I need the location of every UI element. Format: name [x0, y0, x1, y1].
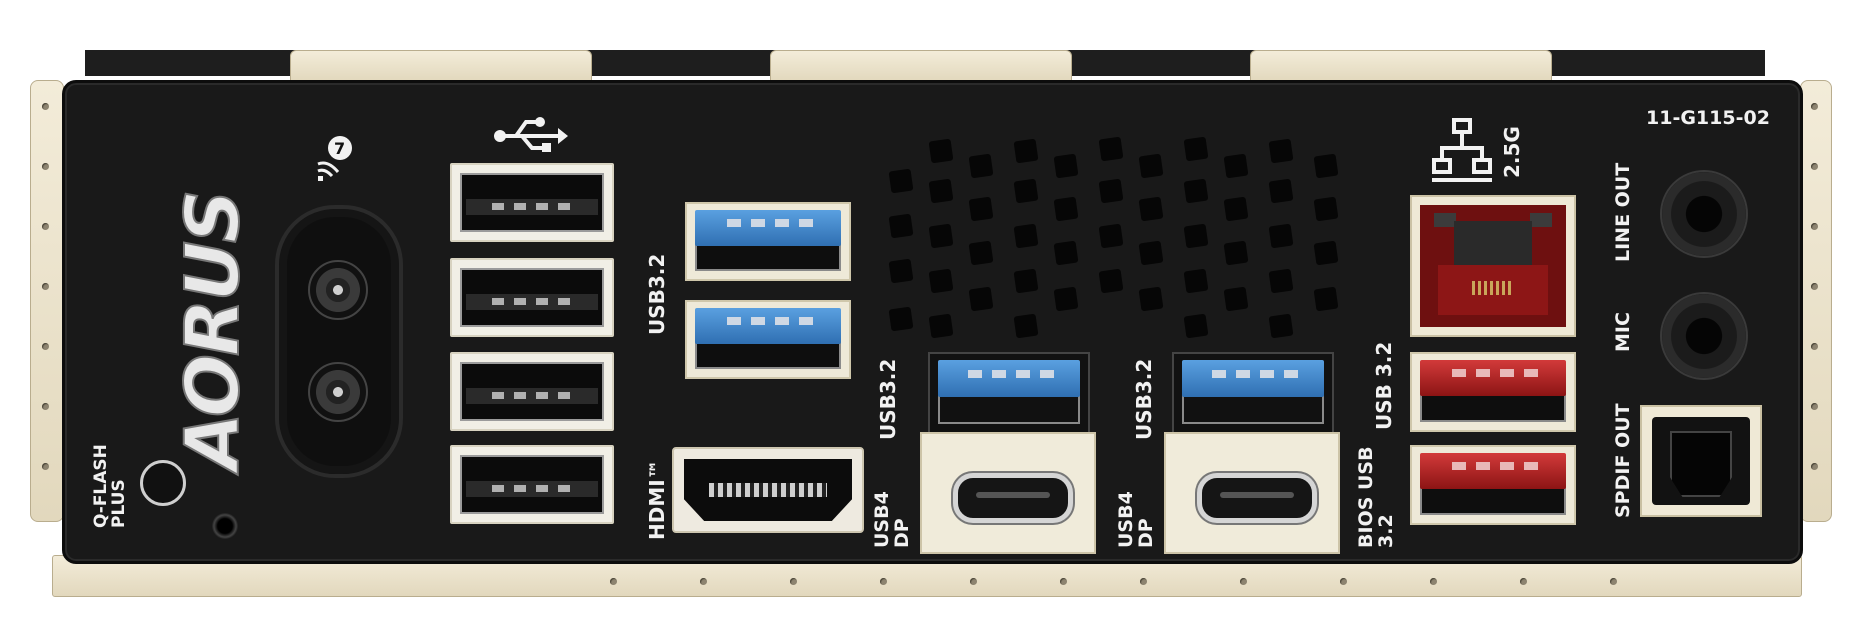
rivet: [610, 578, 617, 585]
wifi-7-icon: 7: [314, 134, 362, 184]
rivet: [42, 403, 49, 410]
rivet: [1430, 578, 1437, 585]
usb32-red-port[interactable]: [1410, 352, 1576, 432]
rivet: [970, 578, 977, 585]
rivet: [42, 163, 49, 170]
usb2-port-3[interactable]: [450, 352, 614, 431]
qflash-label: Q-FLASH PLUS: [91, 444, 129, 528]
usb32-port-1[interactable]: [685, 202, 851, 281]
ventilation-grid: [870, 130, 1390, 350]
part-number: 11-G115-02: [1646, 107, 1770, 129]
usb32-red-label: USB 3.2: [1372, 341, 1396, 430]
usb32-label-left: USB3.2: [645, 253, 669, 335]
rivet: [1811, 103, 1818, 110]
rivet: [1060, 578, 1067, 585]
rivet: [1240, 578, 1247, 585]
usb2-port-1[interactable]: [450, 163, 614, 242]
top-tab-2: [770, 50, 1072, 82]
bios-usb-label: BIOS USB 3.2: [1355, 446, 1397, 548]
rivet: [1811, 343, 1818, 350]
hdmi-port[interactable]: [672, 447, 864, 533]
usb2-port-2[interactable]: [450, 258, 614, 337]
rivet: [42, 343, 49, 350]
clear-cmos-hole: [212, 513, 238, 539]
antenna-connector-2[interactable]: [308, 362, 368, 422]
rivet: [1520, 578, 1527, 585]
line-out-label: LINE OUT: [1612, 162, 1634, 262]
usb4dp-label-2: USB4 DP: [1115, 491, 1157, 548]
rivet: [790, 578, 797, 585]
aorus-logo: AORUS: [169, 191, 257, 471]
top-tab-3: [1250, 50, 1552, 82]
usb2-port-4[interactable]: [450, 445, 614, 524]
rivet: [1811, 283, 1818, 290]
rivet: [1811, 403, 1818, 410]
rivet: [42, 103, 49, 110]
rivet: [1610, 578, 1617, 585]
usb32-port-4[interactable]: [1172, 352, 1334, 434]
top-tab-1: [290, 50, 592, 82]
usb32-port-2[interactable]: [685, 300, 851, 379]
hdmi-label: HDMI™: [645, 459, 669, 540]
usb4dp-label-1: USB4 DP: [871, 491, 913, 548]
mic-label: MIC: [1612, 312, 1634, 352]
rivet: [880, 578, 887, 585]
rivet: [1340, 578, 1347, 585]
usb4-typec-port-1[interactable]: [920, 432, 1096, 554]
rivet: [42, 223, 49, 230]
usb32-label-mid2: USB3.2: [1132, 358, 1156, 440]
rivet: [1140, 578, 1147, 585]
usb4-typec-port-2[interactable]: [1164, 432, 1340, 554]
mic-jack[interactable]: [1660, 292, 1748, 380]
rivet: [1811, 163, 1818, 170]
spdif-label: SPDIF OUT: [1612, 403, 1634, 518]
rj45-lan-port[interactable]: [1410, 195, 1576, 337]
svg-text:7: 7: [334, 139, 345, 158]
rivet: [700, 578, 707, 585]
rivet: [1811, 223, 1818, 230]
network-icon: [1432, 118, 1492, 184]
qflash-button[interactable]: [140, 460, 186, 506]
bios-usb-port[interactable]: [1410, 445, 1576, 525]
line-out-jack[interactable]: [1660, 170, 1748, 258]
left-rail: [30, 80, 64, 522]
rivet: [1811, 463, 1818, 470]
usb32-port-3[interactable]: [928, 352, 1090, 434]
lan-speed-label: 2.5G: [1500, 126, 1524, 178]
antenna-module: [275, 205, 403, 478]
spdif-optical-port[interactable]: [1640, 405, 1762, 517]
usb-icon: [492, 114, 568, 154]
antenna-connector-1[interactable]: [308, 260, 368, 320]
right-rail: [1800, 80, 1832, 522]
rivet: [42, 463, 49, 470]
usb32-label-mid1: USB3.2: [876, 358, 900, 440]
rivet: [42, 283, 49, 290]
